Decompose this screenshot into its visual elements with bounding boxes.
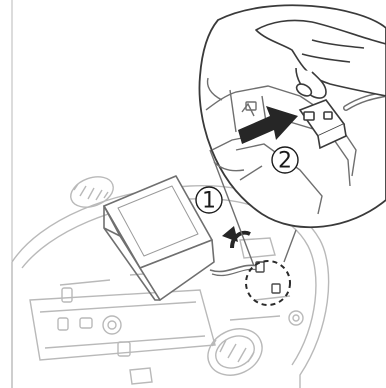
step-2-marker: 2 [272,147,298,174]
zoom-bubble: 2 [199,5,386,227]
connector-small [256,262,280,293]
step-1-marker: 1 [196,187,222,214]
caster-wheel [289,311,303,325]
step-1-number: 1 [202,189,216,214]
step-2-number: 2 [278,149,292,174]
